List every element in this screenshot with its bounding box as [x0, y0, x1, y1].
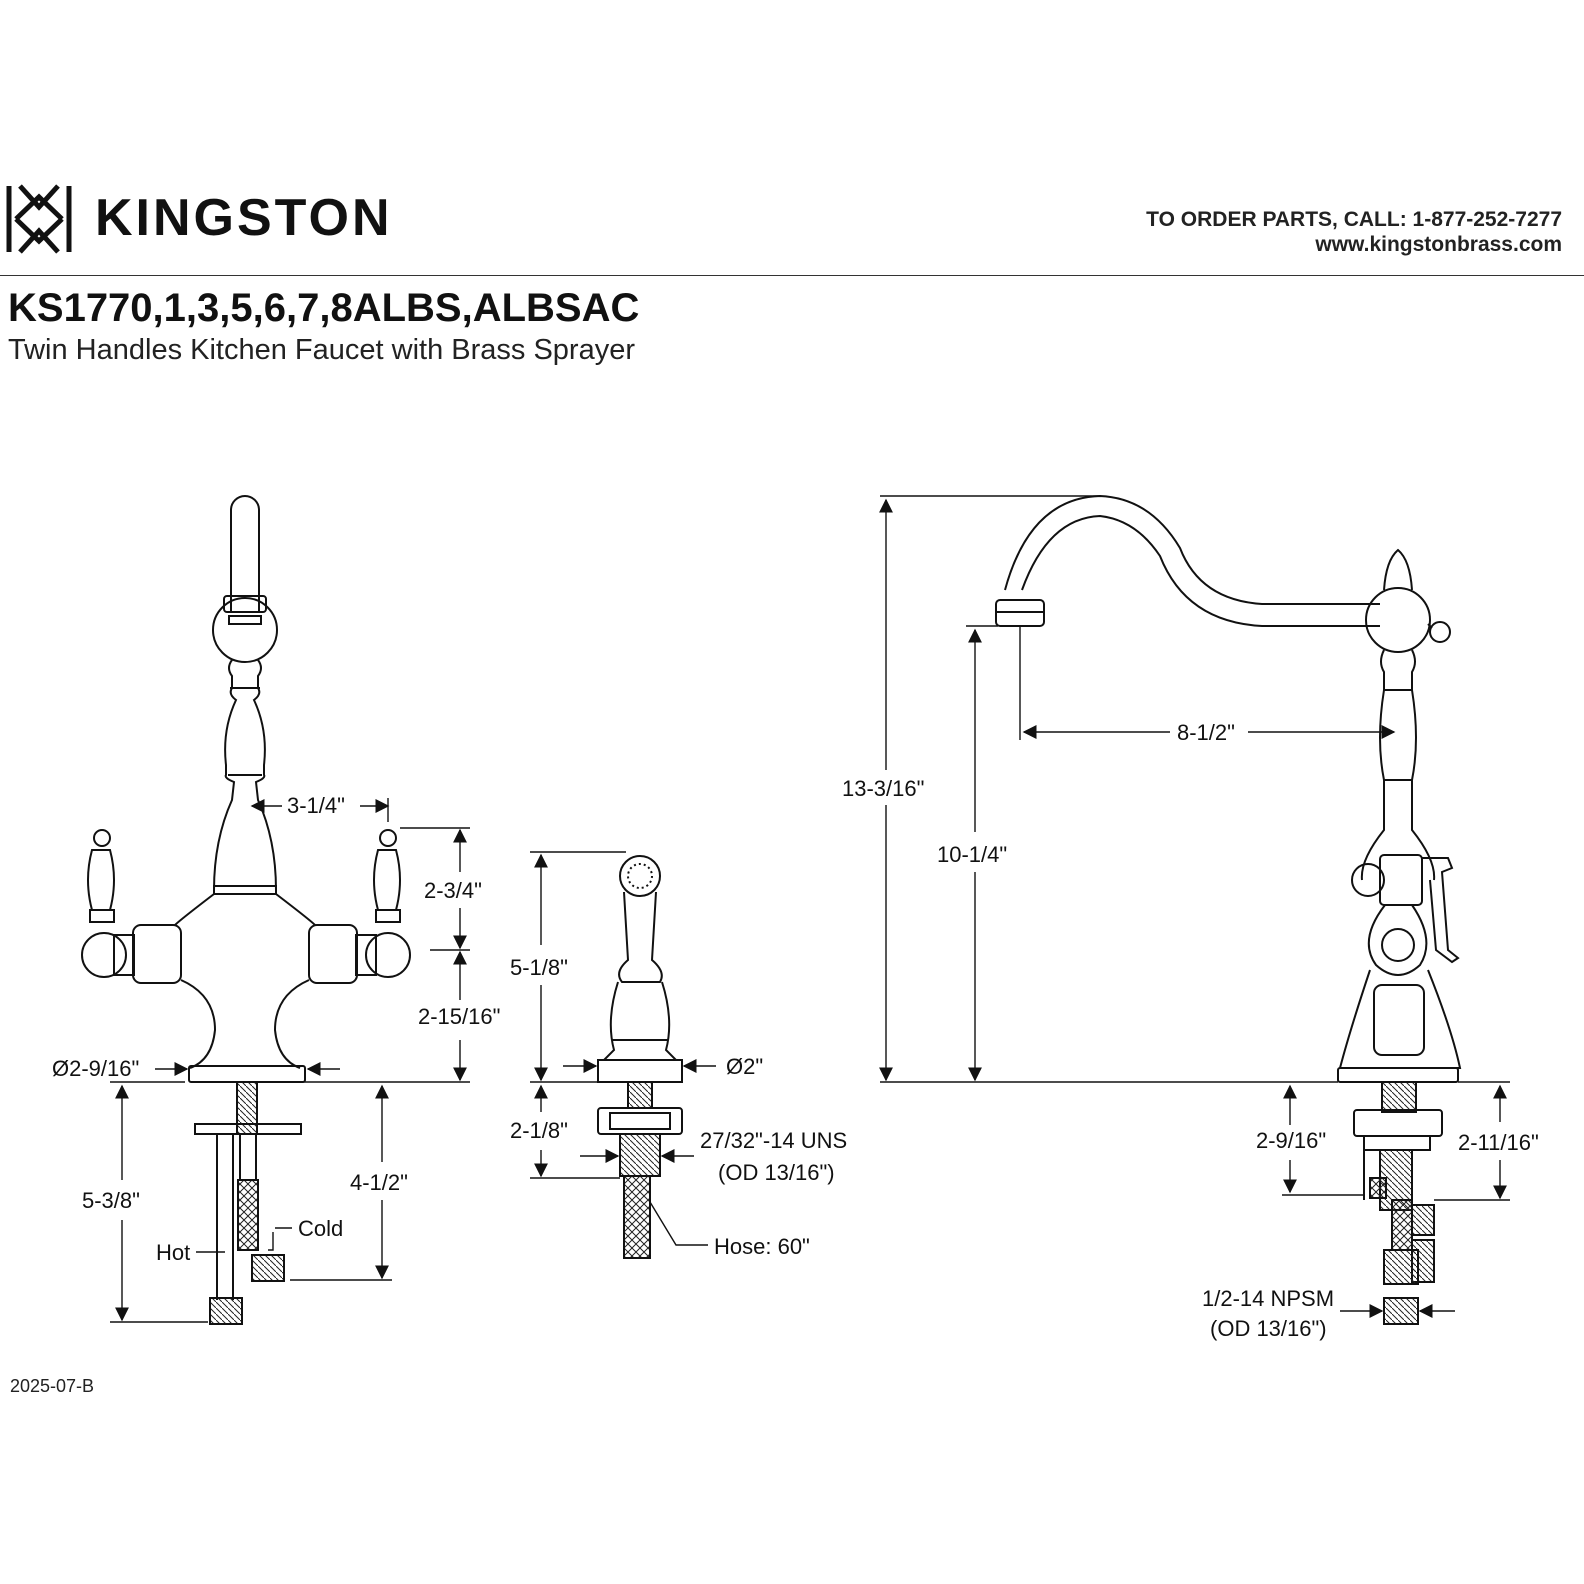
cold-supply-label: Cold [298, 1216, 343, 1241]
dim-handle-height: 2-3/4" [424, 878, 482, 903]
dim-hose-length: Hose: 60" [714, 1234, 810, 1259]
front-dimension-lines [110, 798, 470, 1323]
dim-handle-spacing: 3-1/4" [287, 793, 345, 818]
dim-shank-length-left: 2-9/16" [1256, 1128, 1326, 1153]
dim-sprayer-thread-od: (OD 13/16") [718, 1160, 835, 1185]
dim-spout-height: 10-1/4" [937, 842, 1007, 867]
dim-sprayer-height: 5-1/8" [510, 955, 568, 980]
kingston-logo-icon [6, 184, 72, 254]
dim-spout-reach: 8-1/2" [1177, 720, 1235, 745]
right-handle [355, 829, 411, 978]
side-view-faucet [995, 494, 1462, 1325]
dim-sprayer-shank-length: 2-1/8" [510, 1118, 568, 1143]
front-dimension-labels: 3-1/4" 2-3/4" 2-15/16" Ø2-9/16" 5-3/8" 4… [52, 793, 500, 1265]
dim-total-height: 13-3/16" [842, 776, 924, 801]
side-dimension-lines [879, 495, 1510, 1318]
dim-connection-od: (OD 13/16") [1210, 1316, 1327, 1341]
sprayer-dimension-lines [530, 851, 716, 1246]
model-number: KS1770,1,3,5,6,7,8ALBS,ALBSAC [8, 286, 640, 330]
header-divider [0, 275, 1584, 276]
sprayer-dimension-labels: 5-1/8" Ø2" 2-1/8" 27/32"-14 UNS (OD 13/1… [510, 955, 847, 1259]
dim-shank-length: 4-1/2" [350, 1170, 408, 1195]
dim-base-diameter: Ø2-9/16" [52, 1056, 139, 1081]
dim-connection-spec: 1/2-14 NPSM [1202, 1286, 1334, 1311]
dim-sprayer-thread-spec: 27/32"-14 UNS [700, 1128, 847, 1153]
dim-supply-length: 5-3/8" [82, 1188, 140, 1213]
sprayer [597, 855, 683, 1259]
hot-supply-label: Hot [156, 1240, 190, 1265]
brand-name: KINGSTON [95, 189, 393, 247]
contact-website: www.kingstonbrass.com [1315, 233, 1562, 256]
side-dimension-labels: 13-3/16" 10-1/4" 8-1/2" 2-9/16" 2-11/16"… [842, 720, 1539, 1341]
dim-shank-length-right: 2-11/16" [1458, 1130, 1539, 1155]
front-view-faucet [81, 495, 411, 1325]
revision-code: 2025-07-B [10, 1376, 95, 1396]
dim-sprayer-base-diameter: Ø2" [726, 1054, 763, 1079]
left-handle [81, 829, 135, 978]
contact-phone: TO ORDER PARTS, CALL: 1-877-252-7277 [1146, 208, 1562, 231]
product-name: Twin Handles Kitchen Faucet with Brass S… [8, 334, 635, 366]
dim-body-height: 2-15/16" [418, 1004, 500, 1029]
